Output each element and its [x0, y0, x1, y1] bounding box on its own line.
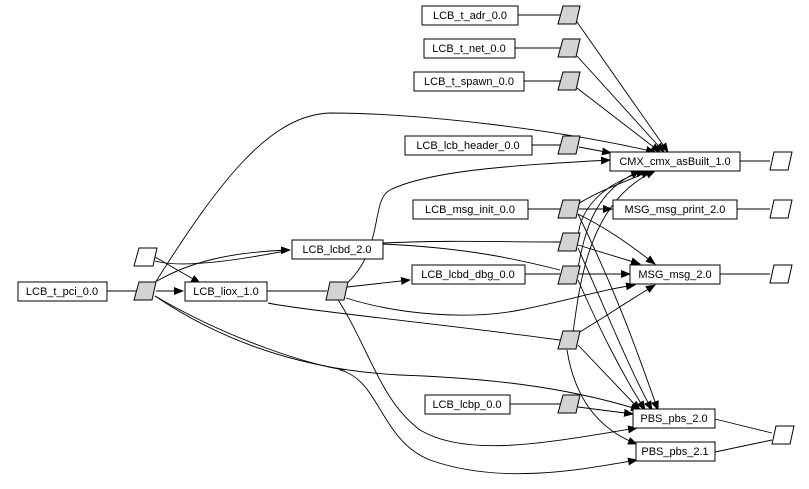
edge: [577, 213, 656, 265]
parallelogram-filled[interactable]: [557, 38, 581, 58]
svg-text:LCB_lcb_header_0.0: LCB_lcb_header_0.0: [416, 140, 519, 152]
parallelogram-empty[interactable]: [769, 264, 793, 284]
edge: [382, 240, 561, 244]
node-lcb-t-pci[interactable]: LCB_t_pci_0.0: [17, 281, 108, 302]
edge: [154, 112, 656, 284]
node-lcb-lcb-header[interactable]: LCB_lcb_header_0.0: [404, 135, 533, 156]
edge: [576, 21, 669, 153]
parallelogram-empty[interactable]: [769, 151, 793, 171]
node-lcb-t-adr[interactable]: LCB_t_adr_0.0: [421, 5, 519, 26]
edge: [577, 247, 653, 411]
parallelogram-empty[interactable]: [771, 425, 795, 445]
svg-text:LCB_t_spawn_0.0: LCB_t_spawn_0.0: [424, 76, 514, 88]
edge: [154, 295, 346, 371]
parallelogram-filled[interactable]: [557, 199, 581, 219]
parallelogram-filled[interactable]: [133, 281, 157, 301]
svg-text:LCB_msg_init_0.0: LCB_msg_init_0.0: [425, 204, 515, 216]
edge: [267, 302, 561, 341]
parallelogram-filled[interactable]: [557, 5, 581, 25]
svg-text:LCB_t_adr_0.0: LCB_t_adr_0.0: [433, 10, 507, 22]
edge: [154, 249, 291, 265]
nodes: LCB_t_adr_0.0 LCB_t_net_0.0 LCB_t_spawn_…: [17, 5, 741, 462]
edge: [339, 369, 638, 475]
svg-text:LCB_lcbp_0.0: LCB_lcbp_0.0: [432, 399, 501, 411]
edge: [577, 344, 641, 411]
edge: [577, 244, 641, 266]
parallelogram-filled[interactable]: [557, 330, 581, 350]
edge: [714, 418, 773, 434]
svg-text:MSG_msg_2.0: MSG_msg_2.0: [638, 269, 711, 281]
node-lcb-t-net[interactable]: LCB_t_net_0.0: [423, 38, 516, 59]
edge: [566, 349, 638, 445]
edge: [714, 439, 773, 453]
edge: [577, 406, 634, 417]
parallelogram-filled[interactable]: [557, 265, 581, 285]
svg-text:LCB_liox_1.0: LCB_liox_1.0: [193, 286, 258, 298]
node-msg-msg-print[interactable]: MSG_msg_print_2.0: [612, 199, 738, 220]
parallelogram-filled[interactable]: [557, 71, 581, 91]
svg-text:LCB_lcbd_2.0: LCB_lcbd_2.0: [302, 244, 371, 256]
edge: [576, 87, 661, 153]
svg-text:LCB_lcbd_dbg_0.0: LCB_lcbd_dbg_0.0: [421, 269, 515, 281]
edge: [345, 282, 636, 316]
svg-text:LCB_t_net_0.0: LCB_t_net_0.0: [432, 43, 505, 55]
edge: [154, 256, 201, 284]
svg-text:CMX_cmx_asBuilt_1.0: CMX_cmx_asBuilt_1.0: [619, 156, 730, 168]
parallelogram-filled[interactable]: [557, 232, 581, 252]
edge: [156, 246, 291, 282]
edge: [346, 277, 411, 288]
node-msg-msg[interactable]: MSG_msg_2.0: [629, 264, 721, 285]
parallelogram-empty[interactable]: [133, 247, 158, 267]
node-lcb-msg-init[interactable]: LCB_msg_init_0.0: [412, 199, 529, 220]
parallelogram-filled[interactable]: [557, 135, 581, 155]
svg-text:MSG_msg_print_2.0: MSG_msg_print_2.0: [625, 204, 726, 216]
edge: [578, 146, 612, 156]
node-lcb-t-spawn[interactable]: LCB_t_spawn_0.0: [413, 71, 525, 92]
node-pbs-pbs-2-1[interactable]: PBS_pbs_2.1: [635, 441, 716, 462]
node-lcb-lcbd[interactable]: LCB_lcbd_2.0: [291, 239, 384, 260]
edge: [336, 297, 638, 447]
parallelogram-filled[interactable]: [325, 281, 349, 301]
node-pbs-pbs-2-0[interactable]: PBS_pbs_2.0: [632, 408, 716, 429]
edge: [577, 284, 656, 334]
edge: [576, 55, 665, 153]
edge: [572, 170, 656, 334]
node-cmx-cmx-asbuilt[interactable]: CMX_cmx_asBuilt_1.0: [609, 151, 741, 172]
svg-text:LCB_t_pci_0.0: LCB_t_pci_0.0: [26, 286, 98, 298]
edge: [577, 170, 641, 269]
edges: [107, 14, 773, 475]
parallelogram-filled[interactable]: [557, 394, 581, 414]
edge: [577, 279, 646, 411]
node-lcb-liox[interactable]: LCB_liox_1.0: [184, 281, 268, 302]
node-lcb-lcbd-dbg[interactable]: LCB_lcbd_dbg_0.0: [411, 264, 526, 285]
node-lcb-lcbp[interactable]: LCB_lcbp_0.0: [424, 394, 511, 415]
edge: [382, 243, 561, 271]
parallelogram-empty[interactable]: [769, 199, 793, 219]
edge: [154, 295, 641, 412]
terminal-nodes: [133, 151, 795, 445]
edge: [577, 213, 659, 411]
intermediate-nodes: [133, 5, 581, 414]
svg-text:PBS_pbs_2.0: PBS_pbs_2.0: [640, 413, 707, 425]
svg-text:PBS_pbs_2.1: PBS_pbs_2.1: [641, 446, 708, 458]
